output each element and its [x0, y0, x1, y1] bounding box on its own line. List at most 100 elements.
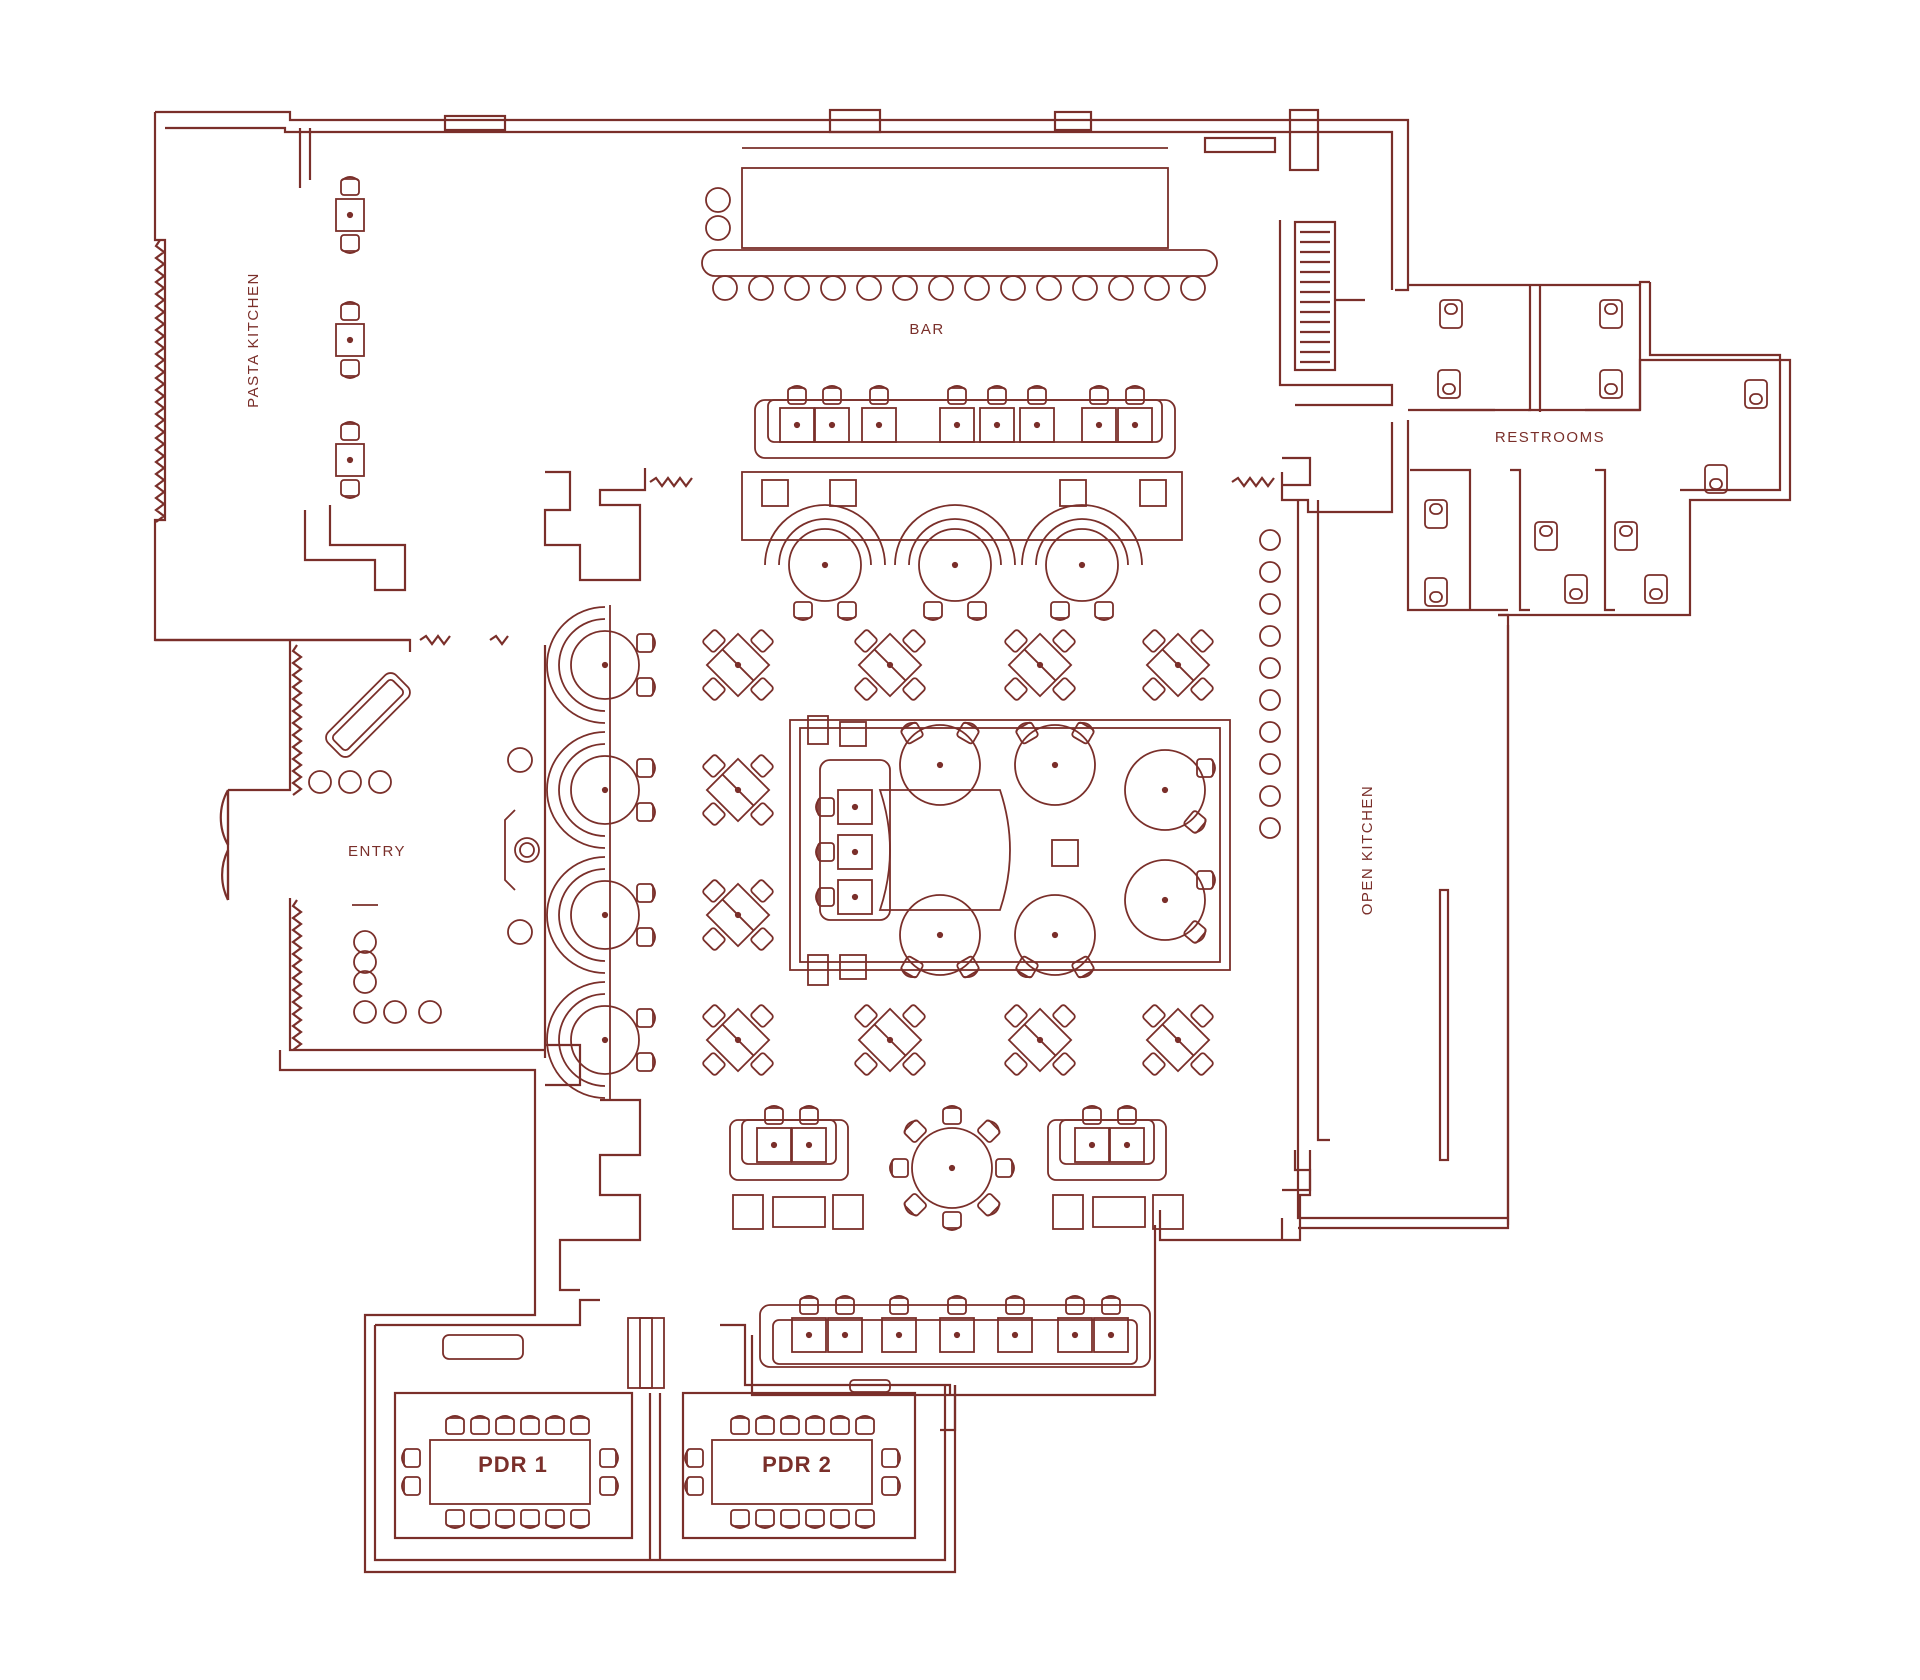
chair-seat [750, 629, 774, 653]
chair-seat [702, 629, 726, 653]
chair-back [520, 1415, 540, 1421]
toilet-bowl [1604, 383, 1618, 395]
chair-seat [780, 1417, 800, 1435]
chair [401, 1476, 421, 1496]
toilet-bowl [1429, 503, 1443, 515]
chair-seat [636, 883, 654, 903]
toilet [1534, 521, 1558, 551]
table-center [936, 931, 944, 939]
toilet [1599, 299, 1623, 329]
chair [636, 633, 656, 653]
sofa-body [325, 672, 411, 758]
chair [750, 1052, 774, 1076]
table-center [828, 421, 836, 429]
round-table [899, 724, 981, 806]
table-center [875, 421, 883, 429]
chair [340, 176, 360, 196]
chair-seat [817, 797, 835, 817]
bar-stool [1036, 275, 1062, 301]
chair-seat [1015, 955, 1039, 979]
chair [855, 1509, 875, 1529]
chair [1052, 1052, 1076, 1076]
table-center [805, 1141, 813, 1149]
chair-back [1193, 928, 1207, 944]
chair-seat [702, 754, 726, 778]
chair [947, 385, 967, 405]
banquette-south [759, 1304, 1151, 1368]
chair-back [787, 385, 807, 391]
chair [1190, 629, 1214, 653]
chair-seat [947, 1297, 967, 1315]
kitchen-line [1316, 500, 1330, 1142]
table-center [1123, 1141, 1131, 1149]
chair [1015, 955, 1039, 979]
chair [495, 1415, 515, 1435]
chair-seat [403, 1476, 421, 1496]
window [1288, 108, 1320, 172]
square-table-diamond [1004, 629, 1076, 701]
chair-back [340, 421, 360, 427]
chair [1005, 1295, 1025, 1315]
booth-table [1117, 407, 1153, 443]
chair-back [903, 1119, 918, 1134]
chair-back [805, 1415, 825, 1421]
kitchen-pass [1438, 888, 1450, 1162]
chair-seat [923, 601, 943, 619]
chair-seat [750, 1004, 774, 1028]
chair-seat [750, 802, 774, 826]
chair-seat [445, 1417, 465, 1435]
restroom-stall-e [1595, 468, 1615, 612]
pillar-square [761, 479, 789, 507]
chair-seat [1196, 758, 1214, 778]
column-pdr-inner [639, 1317, 653, 1389]
chair-back [1005, 1295, 1025, 1301]
chair [854, 1052, 878, 1076]
chair [815, 842, 835, 862]
table-center [951, 561, 959, 569]
chair-back [1078, 967, 1095, 978]
chair [520, 1415, 540, 1435]
room-label-pdr2: PDR 2 [762, 1452, 832, 1477]
curved-booth-west [546, 731, 606, 849]
table-center [1161, 896, 1169, 904]
chair-back [1065, 1295, 1085, 1301]
chair-back [780, 1415, 800, 1421]
table-center [948, 1164, 956, 1172]
chair [684, 1476, 704, 1496]
chair-seat [520, 1509, 540, 1527]
chair-seat [730, 1417, 750, 1435]
chair-seat [636, 633, 654, 653]
chair [750, 802, 774, 826]
pillar-square [1059, 479, 1087, 507]
restroom-stall-c [1410, 468, 1472, 610]
chair-seat [805, 1417, 825, 1435]
chair-seat [702, 1052, 726, 1076]
bar-stool [712, 275, 738, 301]
chair-back [900, 967, 917, 978]
chair-seat [755, 1417, 775, 1435]
chair-back [1101, 1295, 1121, 1301]
chair [787, 385, 807, 405]
chair [1004, 1004, 1028, 1028]
pilaster-west-a [545, 1043, 582, 1087]
table-center [851, 848, 859, 856]
chair-back [869, 385, 889, 391]
table-center [1174, 1036, 1182, 1044]
chair-back [895, 1476, 901, 1496]
window-stool [1259, 721, 1281, 743]
central-column [1051, 839, 1079, 867]
chair-seat [702, 677, 726, 701]
chair-seat [470, 1509, 490, 1527]
table-center [805, 1331, 813, 1339]
outer-wall-north [155, 110, 1410, 292]
chair [1004, 1052, 1028, 1076]
pilaster-east-south [1270, 1150, 1312, 1242]
chair [636, 1008, 656, 1028]
chair-back [520, 1523, 540, 1529]
chair-seat [1190, 1004, 1214, 1028]
table-center [1011, 1331, 1019, 1339]
pilaster-west-south [558, 1098, 642, 1292]
curved-booth [764, 504, 886, 566]
service-station [832, 1194, 864, 1230]
toilet [1614, 521, 1638, 551]
